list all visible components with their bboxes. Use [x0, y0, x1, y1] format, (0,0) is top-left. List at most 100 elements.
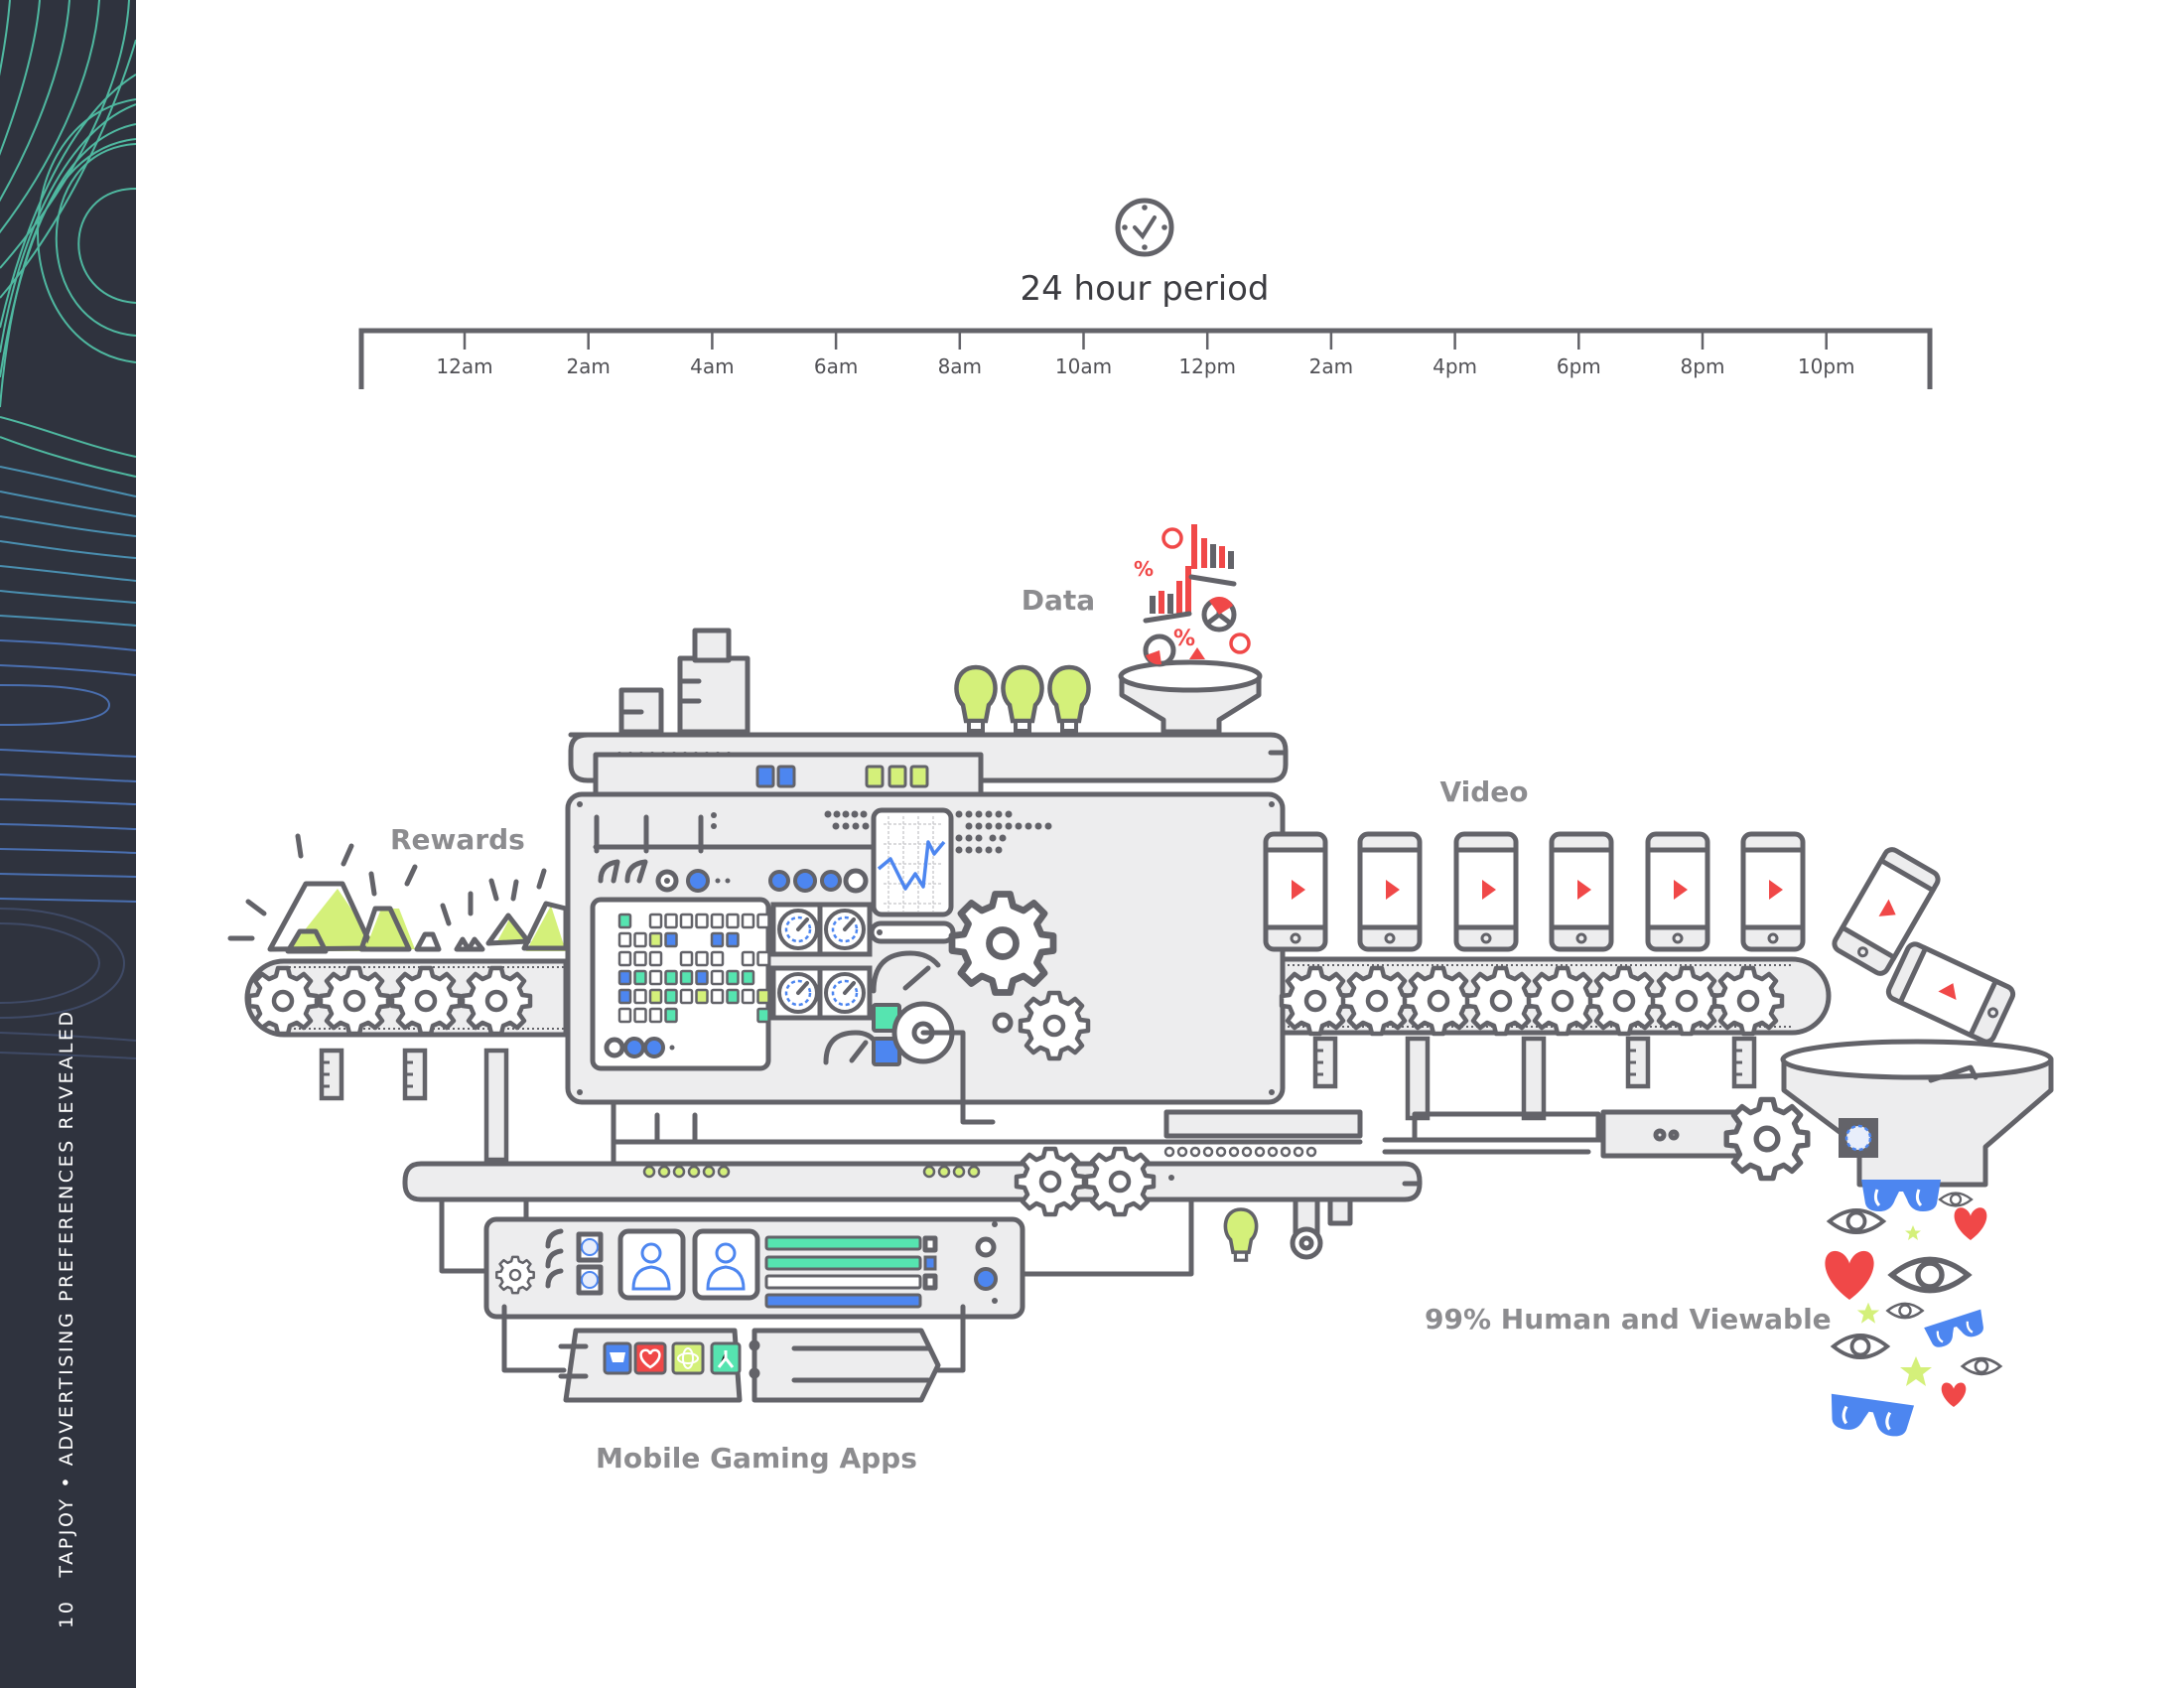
label-video: Video — [1439, 775, 1528, 808]
matrix-button — [648, 969, 663, 986]
matrix-button — [695, 969, 709, 986]
contour-pattern — [0, 0, 136, 1059]
heart-app-icon — [633, 1341, 667, 1375]
indicator-light — [717, 1165, 731, 1179]
indicator-light — [672, 1165, 686, 1179]
matrix-button — [648, 931, 663, 948]
indicator-light — [657, 1165, 671, 1179]
indicator-light — [687, 1165, 701, 1179]
matrix-button — [695, 950, 709, 967]
matrix-button — [710, 988, 725, 1005]
heart-icon — [1941, 1382, 1967, 1407]
matrix-button — [710, 913, 725, 929]
matrix-button — [648, 950, 663, 967]
data-icons: % % — [1134, 524, 1251, 667]
lightbulb-icon — [1049, 667, 1088, 731]
timeline-tick-label: 4pm — [1433, 354, 1477, 378]
matrix-button — [633, 950, 647, 967]
funnel-icon — [1780, 1039, 2054, 1188]
rivet — [1280, 1146, 1292, 1158]
timeline-tick-label: 8pm — [1681, 354, 1725, 378]
rivet — [1267, 1146, 1279, 1158]
gauges-top — [598, 859, 869, 894]
star-icon — [1900, 1356, 1932, 1386]
sunglasses-icon — [1859, 1178, 1943, 1213]
matrix-button — [617, 969, 632, 986]
timeline-tick-label: 8am — [938, 354, 982, 378]
matrix-button — [756, 1007, 770, 1024]
matrix-button — [756, 913, 770, 929]
matrix-button — [710, 969, 725, 986]
eye-icon — [1961, 1356, 2002, 1376]
gear-icon — [1017, 1149, 1084, 1214]
indicator-light — [922, 1165, 936, 1179]
gear-icon — [1405, 968, 1472, 1034]
lightbulb-icon — [1003, 667, 1041, 731]
rivet — [1202, 1146, 1214, 1158]
matrix-button — [756, 950, 770, 967]
bar-chart-icon — [1188, 524, 1237, 587]
eye-icon — [1938, 1192, 1974, 1207]
matrix-button — [664, 931, 678, 948]
rivet — [1293, 1146, 1304, 1158]
gear-icon — [1653, 968, 1720, 1034]
main-control-panel — [565, 791, 1286, 1125]
chart-screen — [871, 807, 954, 917]
user-icon — [692, 1228, 760, 1301]
sidebar: 10TAPJOY • ADVERTISING PREFERENCES REVEA… — [0, 0, 136, 1688]
lower-pipes — [402, 1099, 1878, 1277]
timeline-tick-label: 10pm — [1798, 354, 1855, 378]
matrix-button — [648, 1007, 663, 1024]
label-human-viewable: 99% Human and Viewable — [1425, 1303, 1832, 1336]
sunglasses-icon — [1825, 1392, 1916, 1441]
matrix-button — [726, 969, 740, 986]
matrix-button — [617, 950, 632, 967]
matrix-button — [664, 969, 678, 986]
percent-icon: % — [1134, 557, 1154, 581]
user-icon — [617, 1228, 686, 1301]
eye-icon — [1886, 1302, 1924, 1320]
eye-icon — [1831, 1334, 1890, 1359]
phone-play-icon — [1886, 941, 2015, 1044]
atom-icon — [671, 1341, 705, 1375]
rivet — [1189, 1146, 1201, 1158]
phone-play-icon — [1360, 834, 1420, 949]
timeline-tick-label: 4am — [690, 354, 734, 378]
timeline-tick-label: 6am — [814, 354, 858, 378]
gear-icon — [1714, 968, 1782, 1034]
timeline-tick-label: 6pm — [1557, 354, 1601, 378]
gear-icon — [1086, 1149, 1154, 1214]
machine-top — [568, 628, 1289, 799]
led-dots — [824, 810, 1052, 854]
lightbulb-icon — [1223, 1207, 1259, 1263]
gear-icon — [463, 968, 530, 1034]
matrix-button — [633, 969, 647, 986]
matrix-button — [664, 1007, 678, 1024]
ruler-leg — [322, 1051, 341, 1098]
matrix-button — [741, 913, 755, 929]
gear-icon — [1590, 968, 1658, 1034]
matrix-button — [617, 931, 632, 948]
star-icon — [1856, 1302, 1880, 1324]
heart-icon — [1825, 1250, 1874, 1300]
matrix-button — [633, 988, 647, 1005]
dial-icon — [820, 905, 870, 954]
button-matrix — [590, 897, 771, 1071]
label-mobile-gaming: Mobile Gaming Apps — [596, 1442, 917, 1475]
timeline-tick-label: 12am — [436, 354, 492, 378]
timeline-tick-label: 12pm — [1178, 354, 1236, 378]
phone-play-icon — [1266, 834, 1325, 949]
bar-chart-icon — [1143, 566, 1192, 624]
pie-chart-icon — [1143, 633, 1176, 667]
timeline-tick-label: 2am — [1309, 354, 1353, 378]
matrix-button — [756, 988, 770, 1005]
gear-icon — [1467, 968, 1535, 1034]
timeline-tick-label: 2am — [566, 354, 610, 378]
dial-icon — [773, 968, 823, 1018]
gear-icon — [1282, 968, 1349, 1034]
gear-icon — [952, 895, 1053, 993]
star-icon — [1905, 1225, 1921, 1240]
label-rewards: Rewards — [390, 823, 525, 856]
indicator-light — [702, 1165, 716, 1179]
